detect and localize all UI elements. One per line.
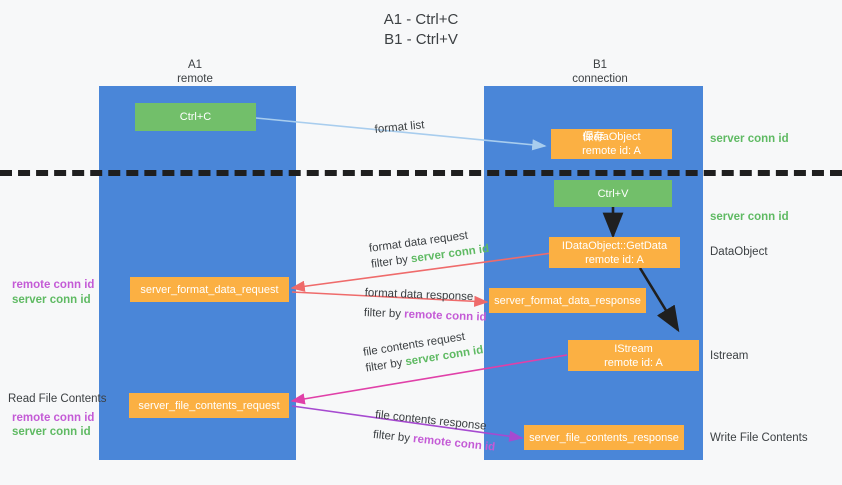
node-ctrl-v-label: Ctrl+V xyxy=(597,187,629,200)
node-server-format-data-request[interactable]: server_format_data_request xyxy=(130,277,289,302)
label-remote-conn-id-upper: remote conn id xyxy=(12,279,95,291)
node-ctrl-v[interactable]: Ctrl+V xyxy=(554,180,672,207)
node-server-file-contents-request[interactable]: server_file_contents_request xyxy=(129,393,289,418)
label-istream: Istream xyxy=(710,350,749,362)
node-istream[interactable]: IStream remote id: A xyxy=(568,340,699,371)
label-write-file-contents: Write File Contents xyxy=(710,432,808,444)
panel-a1-name: A1 xyxy=(187,59,203,71)
title-line-2: B1 - Ctrl+V xyxy=(384,31,458,48)
label-server-conn-id-upper: server conn id xyxy=(12,294,91,306)
node-idataobject-remote-id: remote id: A xyxy=(582,145,641,157)
node-server-file-contents-response-label: server_file_contents_response xyxy=(529,431,679,444)
node-server-file-contents-request-label: server_file_contents_request xyxy=(138,399,280,412)
filter-key-remote-conn-id-1: remote conn id xyxy=(403,308,487,324)
label-read-file-contents: Read File Contents xyxy=(8,393,107,405)
node-server-file-contents-response[interactable]: server_file_contents_response xyxy=(524,425,684,450)
label-remote-conn-id-lower: remote conn id xyxy=(12,412,95,424)
label-dataobject: DataObject xyxy=(710,246,768,258)
node-idataobject-getdata[interactable]: IDataObject::GetData remote id: A xyxy=(549,237,680,268)
node-istream-label: IStream xyxy=(614,342,653,355)
diagram-title: A1 - Ctrl+C B1 - Ctrl+V xyxy=(0,10,842,50)
edge-label-format-data-response: format data response filter by remote co… xyxy=(363,286,487,324)
panel-b1-subtitle: connection xyxy=(572,73,628,85)
label-server-conn-id-mid: server conn id xyxy=(710,211,789,223)
edge-label-format-list: format list xyxy=(374,119,425,136)
node-ctrl-c-label: Ctrl+C xyxy=(179,111,212,123)
title-line-1: A1 - Ctrl+C xyxy=(383,11,459,28)
node-idataobject-label: IDataObject xyxy=(582,131,641,143)
node-idataobject-getdata-label: IDataObject::GetData xyxy=(561,239,668,252)
node-idataobject[interactable]: 保存 IDataObject remote id: A xyxy=(551,129,672,159)
filter-key-remote-conn-id-2: remote conn id xyxy=(412,433,496,454)
panel-header-b1: B1 connection xyxy=(545,58,655,86)
edge-label-file-contents-response: file contents response filter by remote … xyxy=(372,408,496,454)
label-server-conn-id-lower: server conn id xyxy=(12,426,91,438)
label-server-conn-id-top: server conn id xyxy=(710,133,789,145)
node-istream-remote-id: remote id: A xyxy=(604,356,663,369)
panel-b1-name: B1 xyxy=(592,59,608,71)
node-idataobject-overlay: 保存 xyxy=(582,131,605,143)
node-idataobject-title: 保存 IDataObject xyxy=(582,130,640,144)
node-idataobject-getdata-remote-id: remote id: A xyxy=(585,253,644,266)
node-server-format-data-request-label: server_format_data_request xyxy=(140,283,279,296)
node-ctrl-c[interactable]: Ctrl+C xyxy=(135,103,256,131)
panel-a1-subtitle: remote xyxy=(177,73,213,85)
panel-header-a1: A1 remote xyxy=(140,58,250,86)
node-server-format-data-response[interactable]: server_format_data_response xyxy=(489,288,646,313)
edge-label-format-data-request: format data request filter by server con… xyxy=(368,229,490,271)
edge-label-file-contents-request: file contents request filter by server c… xyxy=(362,330,485,375)
node-server-format-data-response-label: server_format_data_response xyxy=(494,294,641,307)
phase-separator-dashed-line xyxy=(0,170,842,176)
